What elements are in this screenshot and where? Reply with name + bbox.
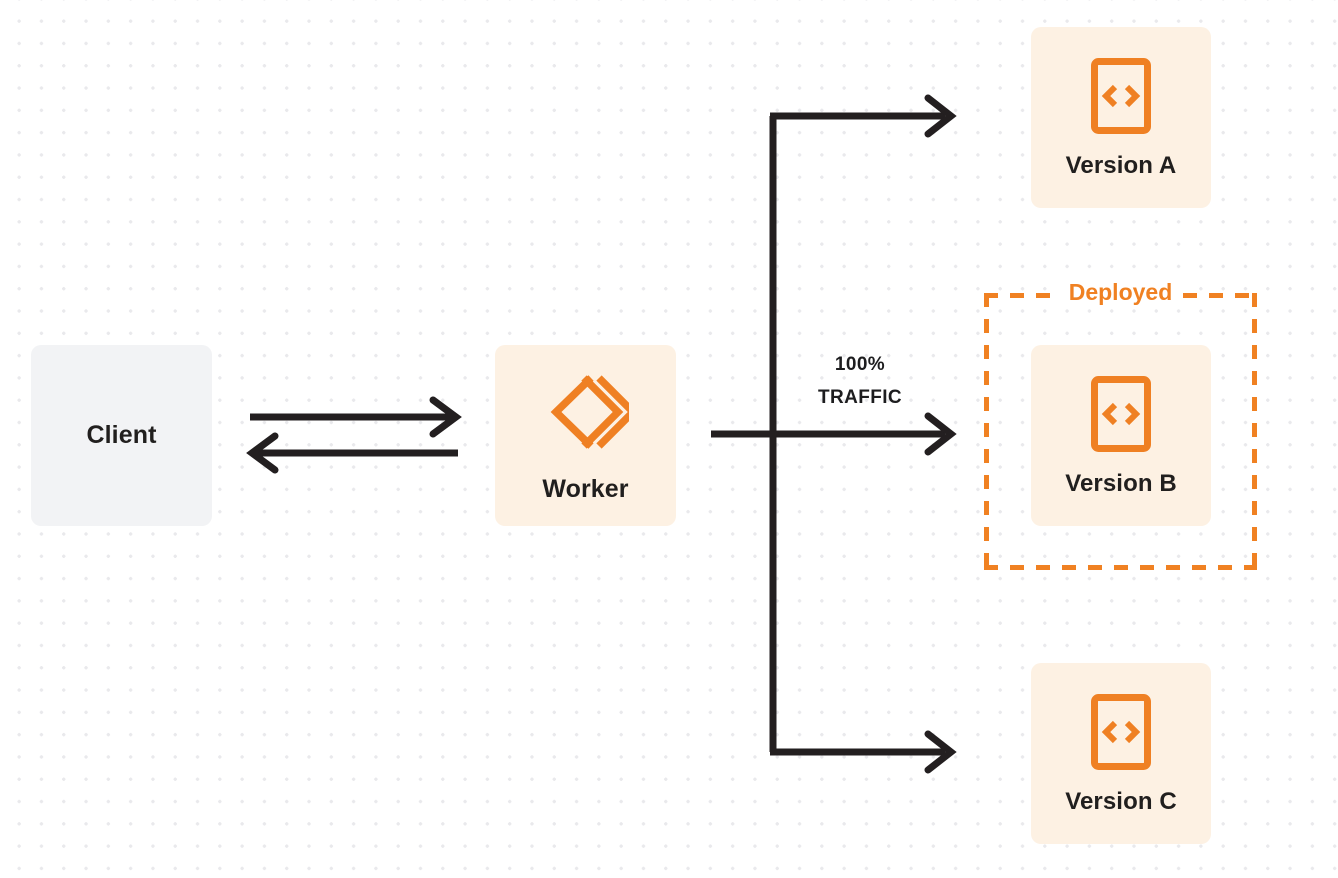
node-version-b[interactable]: Version B [1031, 345, 1211, 526]
node-version-b-label: Version B [1065, 469, 1177, 497]
code-file-icon [1091, 375, 1151, 452]
node-client[interactable]: Client [31, 345, 212, 526]
node-version-a-label: Version A [1065, 151, 1177, 179]
node-version-c[interactable]: Version C [1031, 663, 1211, 844]
traffic-label: 100% TRAFFIC [790, 349, 930, 414]
arrow-worker-to-version-c [770, 730, 957, 774]
arrow-worker-to-client [246, 432, 458, 474]
deployed-frame-edge-top-left [984, 293, 1058, 298]
traffic-percent: 100% [834, 354, 886, 375]
deployed-frame-edge-left [984, 293, 989, 570]
arrow-client-to-worker [250, 396, 462, 438]
code-file-icon [1091, 693, 1151, 770]
node-version-c-label: Version C [1065, 787, 1177, 815]
deployed-badge-label: Deployed [1059, 281, 1182, 305]
node-worker-label: Worker [542, 475, 629, 503]
deployed-frame-edge-right [1252, 293, 1257, 570]
node-client-label: Client [86, 421, 157, 449]
node-version-a[interactable]: Version A [1031, 27, 1211, 208]
cloudflare-workers-logo-icon [543, 369, 629, 455]
deployed-frame-edge-top-right [1183, 293, 1257, 298]
arrow-worker-to-version-b [711, 412, 957, 456]
deployed-frame: Deployed [984, 281, 1257, 570]
arrow-worker-to-version-a [770, 94, 957, 138]
code-file-icon [1091, 57, 1151, 134]
deployed-frame-edge-bottom [984, 565, 1257, 570]
traffic-word: TRAFFIC [817, 386, 903, 408]
node-worker[interactable]: Worker [495, 345, 676, 526]
